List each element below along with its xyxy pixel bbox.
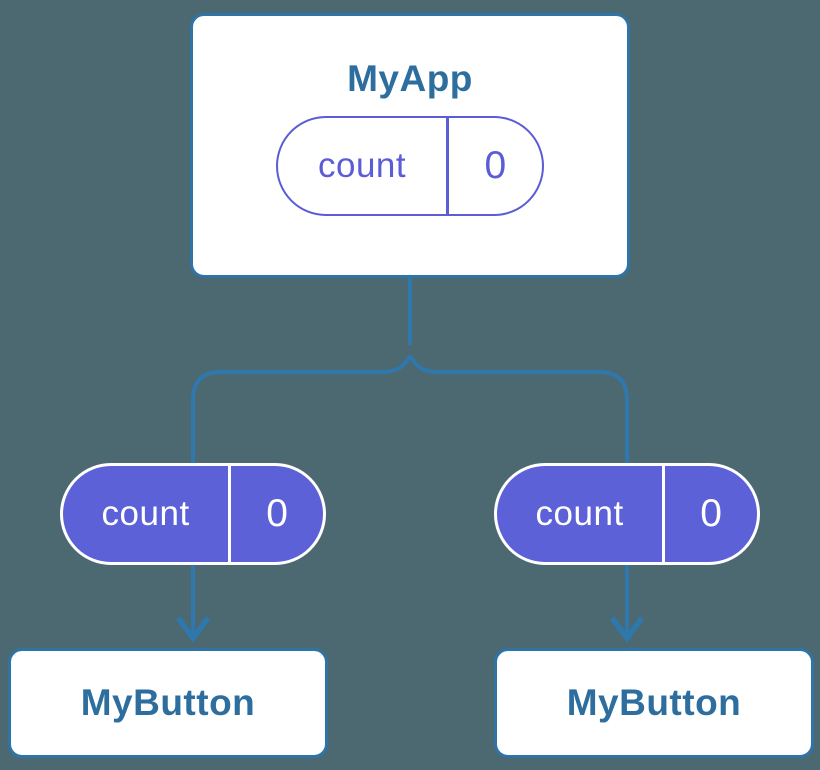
right-branch-line [408, 354, 629, 637]
state-name: count [317, 146, 407, 185]
state-name: count [535, 494, 624, 533]
pill-divider [662, 466, 666, 562]
node-mybutton-left: MyButton [8, 648, 328, 758]
right-edge-state-pill: count 0 [494, 463, 760, 565]
state-value: 0 [484, 144, 507, 187]
state-value: 0 [700, 492, 722, 535]
node-mybutton-right-title: MyButton [566, 682, 742, 723]
root-state-pill: count 0 [276, 116, 544, 216]
right-arrowhead-icon [609, 616, 645, 643]
state-value: 0 [266, 492, 288, 535]
node-myapp: MyApp count 0 [190, 13, 630, 278]
state-name: count [101, 494, 190, 533]
node-mybutton-right: MyButton [494, 648, 814, 758]
node-mybutton-left-title: MyButton [80, 682, 256, 723]
left-arrowhead-icon [175, 616, 211, 643]
pill-divider [446, 118, 449, 214]
pill-divider [228, 466, 232, 562]
left-branch-line [191, 354, 412, 637]
node-myapp-title: MyApp [347, 58, 473, 99]
left-edge-state-pill: count 0 [60, 463, 326, 565]
